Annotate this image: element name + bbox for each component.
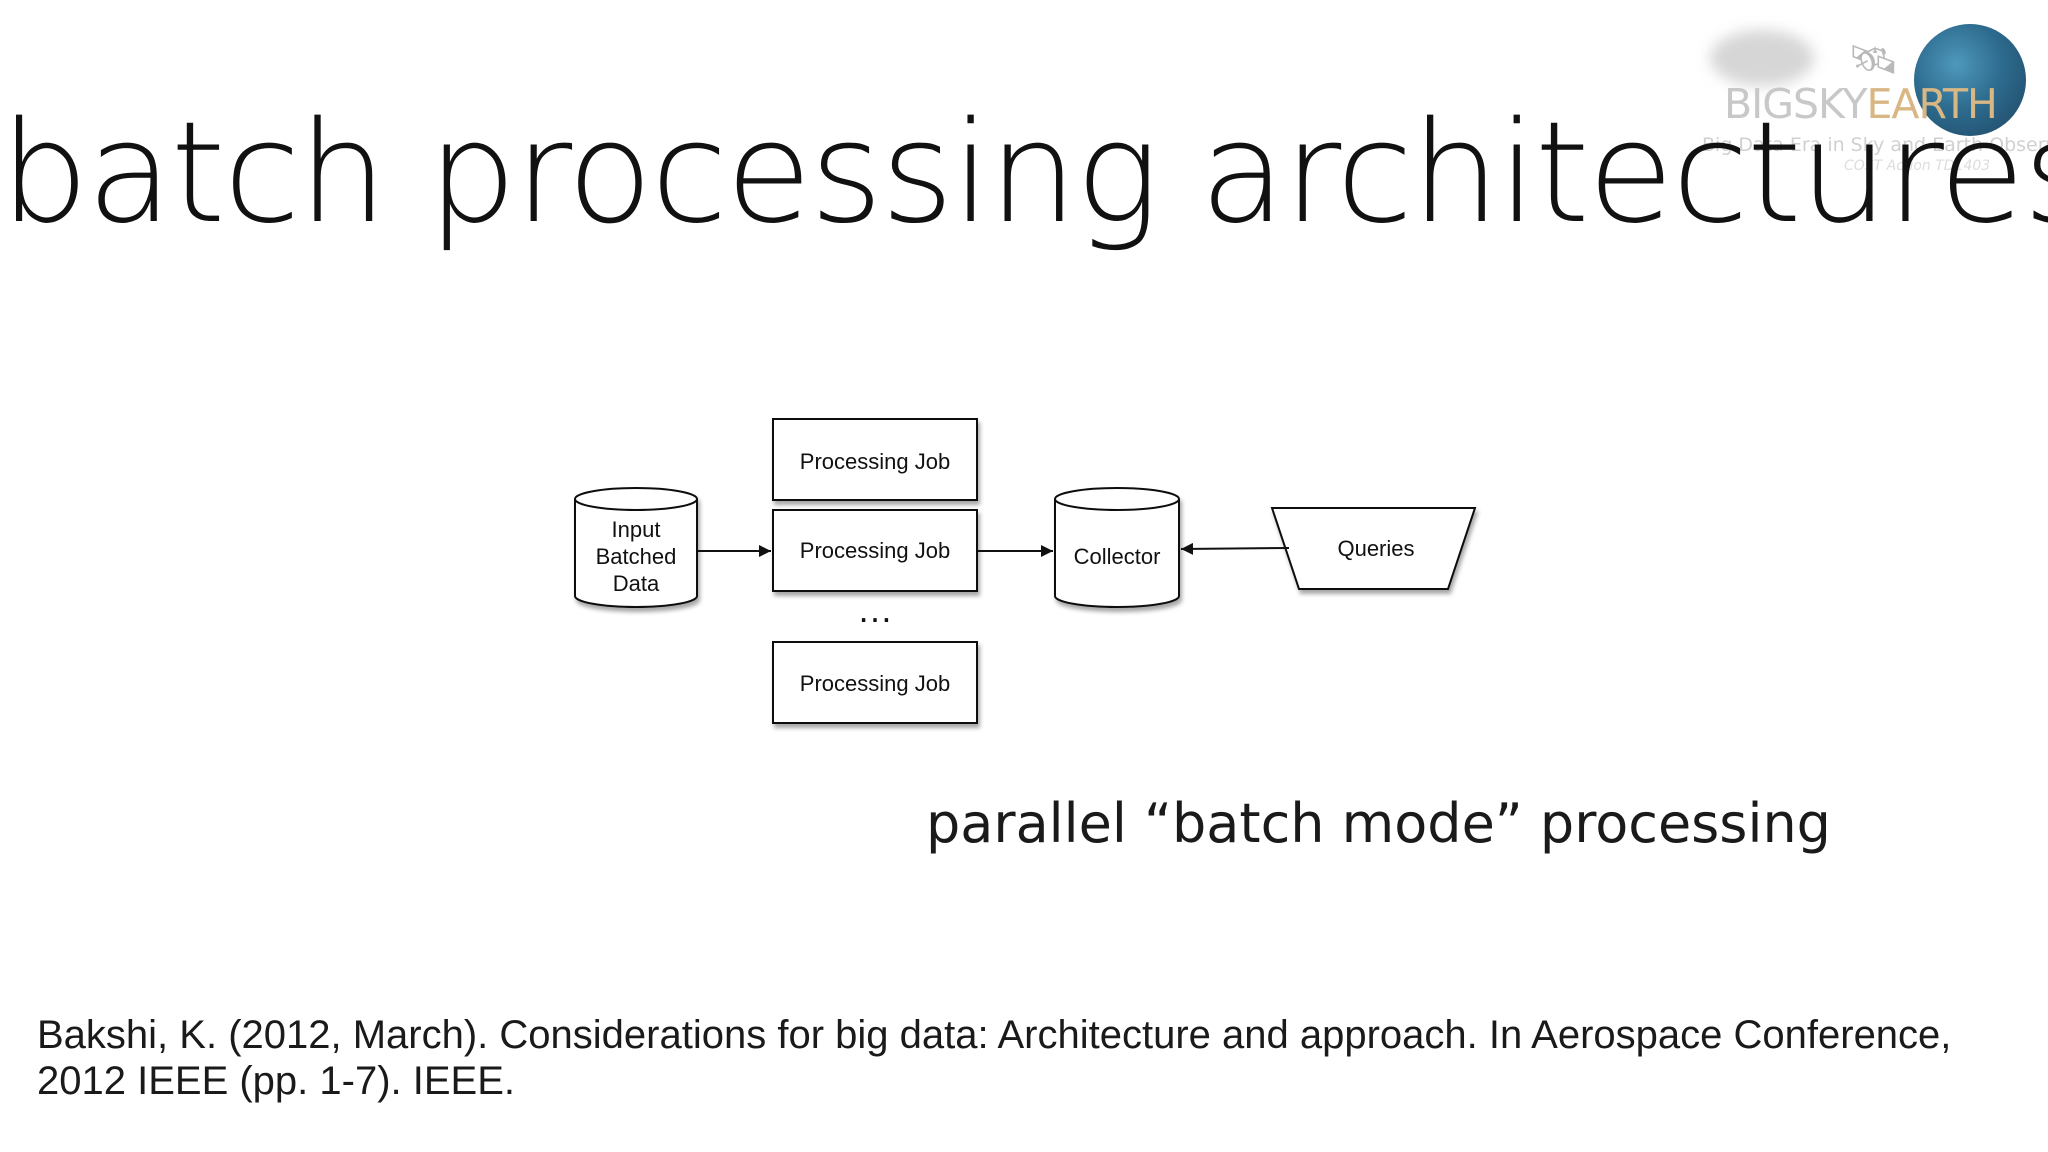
logo-subtagline: COST Action TD1403	[1844, 158, 1991, 174]
processing-job-box-2	[772, 509, 978, 592]
processing-job-box-3	[772, 641, 978, 724]
processing-job-label-1: Processing Job	[800, 449, 950, 474]
bigskyearth-logo: 🛰 BIGSKYEARTH Big Data Era in Sky and Ea…	[1698, 16, 2048, 186]
processing-job-label-3: Processing Job	[800, 671, 950, 696]
slide-title: batch processing architectures	[0, 92, 2048, 255]
diagram-caption: parallel “batch mode” processing	[926, 792, 1831, 855]
ellipsis-more-jobs: …	[857, 589, 893, 630]
input-data-store	[574, 487, 698, 608]
arrow-queries-to-collector	[1180, 542, 1290, 555]
collector-store	[1054, 487, 1180, 608]
logo-name: BIGSKYEARTH	[1724, 80, 1998, 128]
processing-job-label-2: Processing Job	[800, 538, 950, 563]
input-label-line2: Batched	[596, 544, 677, 569]
collector-label: Collector	[1074, 544, 1161, 569]
cloud-icon	[1710, 30, 1814, 86]
processing-job-box-1	[772, 418, 978, 501]
queries-label: Queries	[1337, 536, 1414, 561]
citation-reference: Bakshi, K. (2012, March). Considerations…	[37, 1013, 1952, 1103]
input-label-line1: Input	[612, 517, 661, 542]
input-label-line3: Data	[613, 571, 660, 596]
logo-tagline: Big Data Era in Sky and Earth Observatio…	[1702, 134, 2048, 156]
satellite-icon: 🛰	[1848, 38, 1899, 82]
queries-shape	[1270, 507, 1477, 590]
globe-icon	[1914, 24, 2026, 136]
